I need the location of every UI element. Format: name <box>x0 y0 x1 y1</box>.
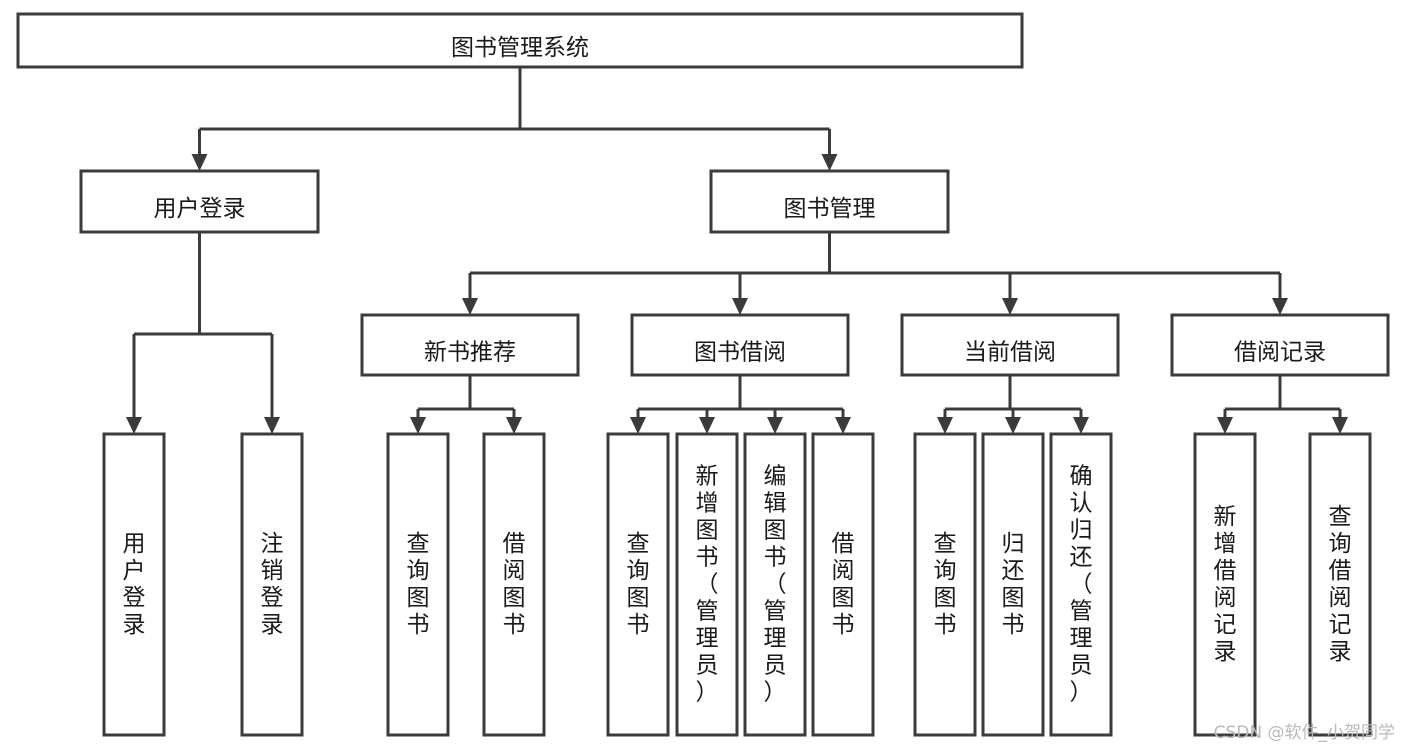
node-box-leaf-add-borrow-record <box>1193 432 1257 737</box>
node-leaf-edit-book-admin[interactable]: 编辑图书（管理员） <box>743 432 807 737</box>
arrow-head-icon <box>506 417 522 434</box>
node-box-leaf-query-book-2 <box>606 432 670 737</box>
node-book-manage[interactable]: 图书管理 <box>709 169 950 234</box>
arrow-head-icon <box>1217 417 1233 434</box>
arrow-head-icon <box>732 298 748 315</box>
node-borrow-record[interactable]: 借阅记录 <box>1170 313 1390 377</box>
node-book-borrow[interactable]: 图书借阅 <box>630 313 850 377</box>
arrow-head-icon <box>1005 417 1021 434</box>
node-label-book-borrow: 图书借阅 <box>694 340 786 366</box>
node-label-leaf-logout-login: 注销登录 <box>261 531 284 638</box>
node-label-leaf-query-borrow-record: 查询借阅记录 <box>1329 504 1352 665</box>
node-new-book-recommend[interactable]: 新书推荐 <box>360 313 580 377</box>
node-label-new-book-recommend: 新书推荐 <box>424 340 516 366</box>
node-box-leaf-query-borrow-record <box>1308 432 1372 737</box>
node-label-leaf-add-borrow-record: 新增借阅记录 <box>1214 504 1237 665</box>
node-label-leaf-borrow-book-2: 借阅图书 <box>832 531 855 638</box>
node-label-borrow-record: 借阅记录 <box>1234 340 1326 366</box>
node-leaf-query-book-2[interactable]: 查询图书 <box>606 432 670 737</box>
node-box-book-manage <box>709 169 950 234</box>
arrow-head-icon <box>410 417 426 434</box>
node-label-book-manage: 图书管理 <box>784 196 876 222</box>
arrow-head-icon <box>835 417 851 434</box>
node-label-leaf-user-login: 用户登录 <box>123 531 146 638</box>
node-leaf-confirm-return-admin[interactable]: 确认归还（管理员） <box>1049 432 1113 737</box>
arrow-head-icon <box>191 154 208 171</box>
node-leaf-query-book-1[interactable]: 查询图书 <box>386 432 450 737</box>
node-box-leaf-add-book-admin <box>675 432 739 737</box>
arrow-head-icon <box>1272 298 1288 315</box>
node-box-leaf-user-login <box>102 432 166 737</box>
arrow-head-icon <box>821 154 838 171</box>
csdn-watermark: CSDN @软件_小贺同学 <box>1213 723 1395 743</box>
arrow-head-icon <box>699 417 715 434</box>
arrow-head-icon <box>264 417 280 434</box>
node-box-leaf-logout-login <box>240 432 304 737</box>
node-leaf-logout-login[interactable]: 注销登录 <box>240 432 304 737</box>
node-user-login[interactable]: 用户登录 <box>79 169 320 234</box>
node-box-book-borrow <box>630 313 850 377</box>
node-box-borrow-record <box>1170 313 1390 377</box>
node-box-user-login <box>79 169 320 234</box>
node-label-root: 图书管理系统 <box>451 35 589 61</box>
node-box-leaf-confirm-return-admin <box>1049 432 1113 737</box>
node-label-current-borrow: 当前借阅 <box>964 340 1056 366</box>
node-box-new-book-recommend <box>360 313 580 377</box>
arrow-head-icon <box>767 417 783 434</box>
node-leaf-query-book-3[interactable]: 查询图书 <box>913 432 977 737</box>
node-leaf-return-book[interactable]: 归还图书 <box>981 432 1045 737</box>
node-box-leaf-return-book <box>981 432 1045 737</box>
diagram-nodes: 图书管理系统用户登录图书管理新书推荐图书借阅当前借阅借阅记录用户登录注销登录查询… <box>16 12 1390 737</box>
arrow-head-icon <box>1332 417 1348 434</box>
node-box-leaf-query-book-3 <box>913 432 977 737</box>
node-leaf-add-borrow-record[interactable]: 新增借阅记录 <box>1193 432 1257 737</box>
node-label-leaf-return-book: 归还图书 <box>1002 531 1025 638</box>
node-leaf-user-login[interactable]: 用户登录 <box>102 432 166 737</box>
arrow-head-icon <box>937 417 953 434</box>
arrow-head-icon <box>630 417 646 434</box>
node-label-leaf-query-book-2: 查询图书 <box>627 531 650 638</box>
node-label-leaf-add-book-admin: 新增图书（管理员） <box>696 463 719 705</box>
node-leaf-borrow-book-1[interactable]: 借阅图书 <box>482 432 546 737</box>
node-box-leaf-borrow-book-1 <box>482 432 546 737</box>
arrow-head-icon <box>1002 298 1018 315</box>
node-label-leaf-edit-book-admin: 编辑图书（管理员） <box>764 463 787 705</box>
node-current-borrow[interactable]: 当前借阅 <box>900 313 1120 377</box>
arrow-head-icon <box>126 417 142 434</box>
node-leaf-add-book-admin[interactable]: 新增图书（管理员） <box>675 432 739 737</box>
node-label-leaf-query-book-1: 查询图书 <box>407 531 430 638</box>
arrow-head-icon <box>462 298 478 315</box>
connector-edges <box>126 67 1348 434</box>
node-box-leaf-borrow-book-2 <box>811 432 875 737</box>
arrow-head-icon <box>1073 417 1089 434</box>
node-box-root <box>16 12 1024 69</box>
node-box-leaf-edit-book-admin <box>743 432 807 737</box>
node-label-leaf-confirm-return-admin: 确认归还（管理员） <box>1070 463 1093 705</box>
node-leaf-query-borrow-record[interactable]: 查询借阅记录 <box>1308 432 1372 737</box>
node-root[interactable]: 图书管理系统 <box>16 12 1024 69</box>
node-label-leaf-query-book-3: 查询图书 <box>934 531 957 638</box>
node-box-leaf-query-book-1 <box>386 432 450 737</box>
node-label-leaf-borrow-book-1: 借阅图书 <box>503 531 526 638</box>
node-label-user-login: 用户登录 <box>154 196 246 222</box>
node-box-current-borrow <box>900 313 1120 377</box>
node-leaf-borrow-book-2[interactable]: 借阅图书 <box>811 432 875 737</box>
